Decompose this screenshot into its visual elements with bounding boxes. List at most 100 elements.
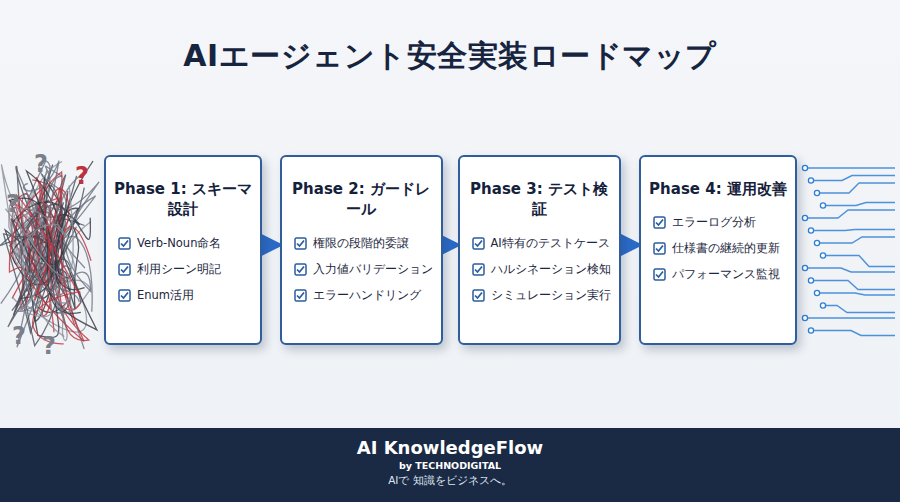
circuit-trace <box>817 293 895 295</box>
circuit-node <box>808 328 813 333</box>
checkmark <box>121 266 128 272</box>
checkbox-icon <box>472 237 485 250</box>
checkbox-frame <box>119 290 130 301</box>
circuit-trace <box>823 203 895 206</box>
circuit-node <box>802 215 807 220</box>
checkmark <box>656 246 663 252</box>
checkbox-icon <box>653 216 666 229</box>
checkmark <box>297 292 304 298</box>
checkbox-icon <box>294 263 307 276</box>
checkbox-icon <box>118 289 131 302</box>
checkbox-frame <box>295 290 306 301</box>
check-item-text: 権限の段階的委譲 <box>313 236 409 251</box>
checkmark <box>297 266 304 272</box>
phase-box: Phase 1: スキーマ設計 Verb-Noun命名利用シーン明記 Enum活用 <box>104 155 262 345</box>
phase-heading: Phase 1: スキーマ設計 <box>112 179 254 220</box>
circuit-node <box>814 290 819 295</box>
check-item: エラーハンドリング <box>294 288 441 303</box>
check-item-text: エラーログ分析 <box>672 215 756 230</box>
flow-arrow <box>264 242 278 248</box>
circuit-node <box>802 315 807 320</box>
checkbox-frame <box>473 290 484 301</box>
check-item-text: 入力値バリデーション <box>313 262 433 277</box>
check-item-text: パフォーマンス監視 <box>672 267 780 282</box>
circuit-node <box>808 228 813 233</box>
phase-heading: Phase 4: 運用改善 <box>647 179 789 199</box>
checkmark <box>297 240 304 246</box>
check-item-text: Verb-Noun命名 <box>137 236 221 251</box>
check-item-text: AI特有のテストケース <box>491 236 610 251</box>
circuit-trace <box>811 331 895 336</box>
question-mark: ? <box>12 322 26 350</box>
circuit-trace <box>805 167 895 168</box>
phase-box: Phase 4: 運用改善エラーログ分析仕様書の継続的更新パフォーマンス監視 <box>639 155 797 345</box>
check-item: 利用シーン明記 <box>118 262 260 277</box>
checkmark <box>475 240 482 246</box>
checkbox-icon <box>294 289 307 302</box>
checkbox-icon <box>118 237 131 250</box>
circuit-trace <box>817 183 895 193</box>
phase-heading: Phase 2: ガードレール <box>288 179 435 220</box>
check-item-text: エラーハンドリング <box>313 288 421 303</box>
check-item: Enum活用 <box>118 288 260 303</box>
phase-box: Phase 3: テスト検証 AI特有のテストケースハルシネーション検知シミュレー… <box>458 155 621 345</box>
circuit-node <box>802 165 807 170</box>
checkbox-icon <box>472 263 485 276</box>
check-item-text: 利用シーン明記 <box>137 262 221 277</box>
checkbox-frame <box>119 264 130 275</box>
circuit-node <box>814 240 819 245</box>
circuit-trace <box>805 210 895 218</box>
check-item-text: Enum活用 <box>137 288 194 303</box>
checkmark <box>656 272 663 278</box>
checkbox-frame <box>654 269 665 280</box>
footer-band: AI KnowledgeFlowby TECHNODIGITALAIで 知識をビ… <box>0 428 900 502</box>
check-item: エラーログ分析 <box>653 215 795 230</box>
circuit-node <box>808 278 813 283</box>
circuit-node <box>814 190 819 195</box>
circuit-node <box>808 178 813 183</box>
checkmark <box>121 240 128 246</box>
checkbox-frame <box>654 243 665 254</box>
circuit-node <box>820 203 825 208</box>
check-item-text: 仕様書の継続的更新 <box>672 241 780 256</box>
question-mark: ? <box>75 162 89 190</box>
check-item: 権限の段階的委譲 <box>294 236 441 251</box>
checkbox-frame <box>654 217 665 228</box>
circuit-node <box>820 303 825 308</box>
check-item: シミュレーション実行 <box>472 288 619 303</box>
brand-byline: by TECHNODIGITAL <box>0 460 900 471</box>
checkbox-icon <box>294 237 307 250</box>
checkmark <box>656 220 663 226</box>
brand-name: AI KnowledgeFlow <box>0 437 900 458</box>
checkbox-frame <box>295 264 306 275</box>
checkbox-frame <box>295 238 306 249</box>
question-mark: ? <box>6 190 20 218</box>
flow-arrow <box>623 242 638 248</box>
checkmark <box>475 266 482 272</box>
flow-arrow <box>445 242 456 248</box>
phase-heading: Phase 3: テスト検証 <box>466 179 613 220</box>
check-item-text: ハルシネーション検知 <box>491 262 611 277</box>
diagram-title: AIエージェント安全実装ロードマップ <box>0 36 900 77</box>
circuit-trace <box>811 281 895 290</box>
circuit-trace <box>817 237 895 243</box>
checkbox-icon <box>118 263 131 276</box>
circuit-trace <box>811 176 895 181</box>
checkbox-icon <box>653 268 666 281</box>
check-item: AI特有のテストケース <box>472 236 619 251</box>
phase-box: Phase 2: ガードレール権限の段階的委譲入力値バリデーションエラーハンドリ… <box>280 155 443 345</box>
check-item: 入力値バリデーション <box>294 262 441 277</box>
check-item: 仕様書の継続的更新 <box>653 241 795 256</box>
check-item: ハルシネーション検知 <box>472 262 619 277</box>
circuit-node <box>802 265 807 270</box>
tangled-thread <box>14 185 73 336</box>
circuit-trace <box>805 268 895 272</box>
checkbox-icon <box>653 242 666 255</box>
circuit-node <box>820 253 825 258</box>
circuit-trace <box>823 256 895 267</box>
question-mark: ? <box>34 150 48 178</box>
checkbox-frame <box>473 264 484 275</box>
question-mark: ? <box>42 332 56 360</box>
checkmark <box>121 292 128 298</box>
